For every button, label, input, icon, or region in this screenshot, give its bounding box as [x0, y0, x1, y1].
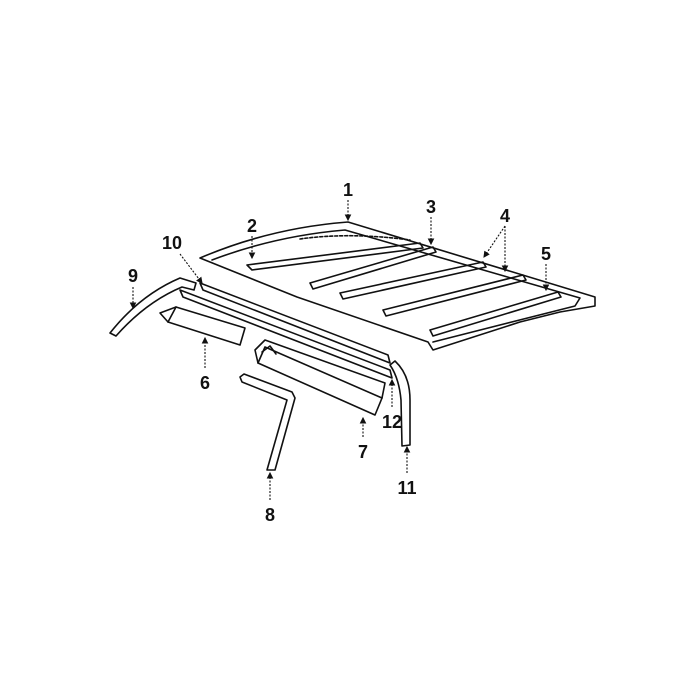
callout-9: 9: [128, 266, 138, 286]
pillar-11: [389, 360, 411, 447]
roof-bow-4b: [382, 274, 527, 317]
callout-12: 12: [382, 412, 402, 432]
rail-10: [199, 282, 391, 364]
callout-10: 10: [162, 233, 182, 253]
callout-7: 7: [358, 442, 368, 462]
roof-bow-4a: [339, 261, 487, 300]
callout-3: 3: [426, 197, 436, 217]
pillar-8: [239, 373, 296, 471]
roof-bow-3: [309, 246, 437, 290]
rail-12: [179, 289, 393, 379]
callout-6: 6: [200, 373, 210, 393]
panel-7: [254, 339, 386, 416]
callout-2: 2: [247, 216, 257, 236]
roof-bow-5: [429, 291, 562, 337]
callout-labels: 1 2 3 4 5 6 7 8 9 10 11 12: [128, 180, 551, 525]
roof-bow-2: [246, 242, 424, 271]
leader-lines: [129, 200, 550, 500]
panel-6: [159, 306, 246, 346]
callout-1: 1: [343, 180, 353, 200]
roof-panel: [199, 221, 596, 351]
callout-8: 8: [265, 505, 275, 525]
callout-4: 4: [500, 206, 510, 226]
callout-11: 11: [397, 478, 416, 498]
callout-5: 5: [541, 244, 551, 264]
